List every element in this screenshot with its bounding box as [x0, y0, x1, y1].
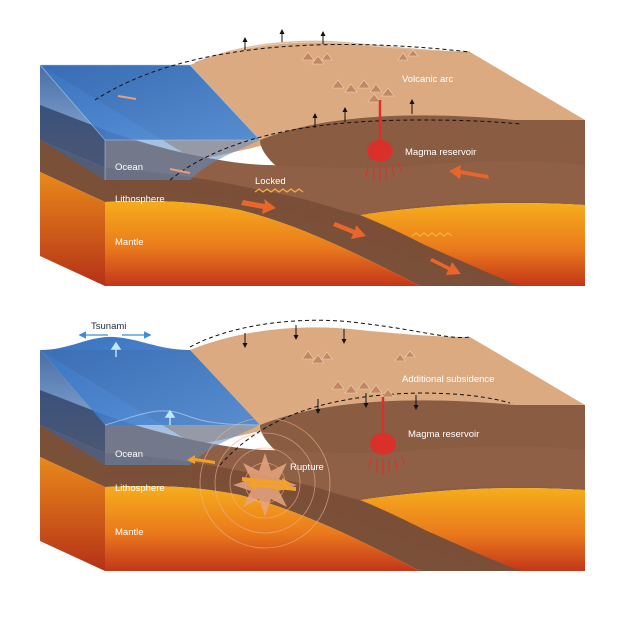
magma-reservoir-icon	[365, 100, 403, 182]
subducting-slab	[105, 180, 520, 286]
left-side-slab	[40, 140, 105, 202]
dashed-line-upper	[189, 319, 471, 348]
label-lithosphere: Lithosphere	[115, 194, 165, 205]
bottom-panel: Tsunami Additional subsidence Magma rese…	[40, 319, 585, 571]
volcanic-ridge	[194, 40, 471, 64]
volcano-icons	[301, 49, 419, 103]
top-panel: Volcanic arc Magma reservoir Locked Ocea…	[39, 29, 585, 286]
overriding-plate-front	[105, 415, 585, 500]
ocean-wave-line	[104, 410, 261, 426]
ocean-left	[40, 350, 105, 465]
ocean-top	[40, 65, 260, 140]
subducting-slab	[105, 465, 520, 571]
label-locked: Locked	[255, 176, 286, 187]
left-side-slab	[40, 425, 105, 487]
label-rupture: Rupture	[290, 462, 324, 473]
label-mantle: Mantle	[115, 237, 144, 248]
label-volcanic-arc: Volcanic arc	[402, 74, 453, 85]
volcano-icons	[301, 350, 416, 398]
dashed-line-lower	[169, 119, 521, 181]
uplift-arrows	[242, 29, 415, 128]
ocean-edge	[39, 64, 261, 180]
label-tsunami: Tsunami	[91, 321, 126, 332]
locked-zigzag	[254, 188, 304, 193]
magma-reservoir-icon	[368, 397, 406, 475]
label-ocean: Ocean	[115, 162, 143, 173]
mantle-front	[105, 485, 420, 571]
label-lithosphere: Lithosphere	[115, 483, 165, 494]
label-magma-reservoir: Magma reservoir	[408, 429, 479, 440]
left-side-mantle	[40, 172, 105, 286]
rupture-arrows	[187, 455, 296, 491]
ocean-top	[40, 336, 260, 425]
mantle-front	[105, 200, 420, 286]
dashed-line-upper	[94, 43, 471, 101]
label-additional-subsidence: Additional subsidence	[402, 374, 494, 385]
subsidence-arrows	[242, 325, 419, 414]
uplift-arrow-icons	[110, 341, 176, 425]
seismic-rings	[199, 417, 331, 549]
plate-motion-arrows	[117, 95, 489, 275]
mantle-right	[360, 488, 585, 571]
label-mantle: Mantle	[115, 527, 144, 538]
mantle-right	[360, 203, 585, 286]
label-ocean: Ocean	[115, 449, 143, 460]
overriding-plate-front	[105, 130, 585, 215]
locked-zigzag-2	[411, 232, 453, 237]
ocean-left	[40, 65, 105, 180]
label-magma-reservoir: Magma reservoir	[405, 147, 476, 158]
left-side-mantle	[40, 457, 105, 571]
